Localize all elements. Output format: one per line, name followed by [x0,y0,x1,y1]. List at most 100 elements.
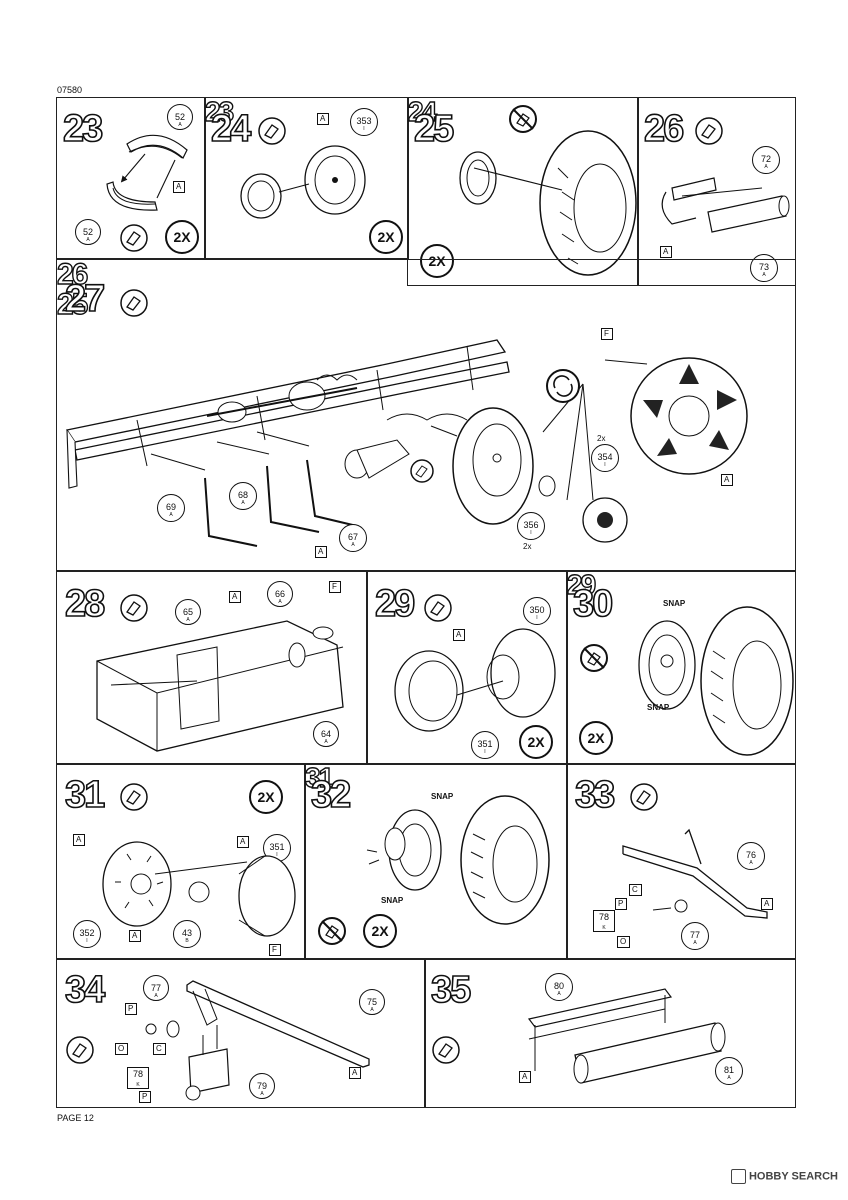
wheel-snap-illustration [638,606,794,756]
wheel-tire-illustration [459,130,637,276]
no-glue-icon [509,105,537,133]
step-number: 23 [62,108,104,150]
step-number: 32 [310,774,352,816]
glue-icon [66,1036,94,1064]
step-number: 28 [64,583,106,625]
step-25-panel: 25 24 2X [407,97,639,286]
paint-flag-a: A [660,246,673,258]
glue-icon [120,783,148,811]
paint-flag-a-right: A [237,836,250,848]
tube-rack-illustration [527,988,726,1084]
paint-flag-c: C [629,884,642,896]
paint-flag-p-top: P [125,1003,138,1015]
glue-icon [258,117,286,145]
glue-icon [120,594,148,622]
step-32-panel: 32 SNAP 31 SNAP 2X [304,763,568,960]
exhaust-part-illustration [661,177,790,233]
no-glue-icon [318,917,346,945]
hub-assembly-illustration [102,841,296,937]
mirror-arm-illustration [145,980,370,1101]
paint-flag-a: A [761,898,774,910]
step-number: 30 [572,583,614,625]
turn-over-icon [546,369,580,403]
paint-flag-p: P [615,898,628,910]
step-number: 27 [64,278,106,320]
watermark-logo-icon [730,1169,746,1184]
multiplier-badge: 2X [420,244,454,278]
multiplier-badge: 2X [579,721,613,755]
page-label: PAGE 12 [57,1113,94,1123]
reference-number-26: 26 [56,258,89,291]
snap-label-top: SNAP [663,599,686,608]
snap-label-bottom: SNAP [381,896,404,905]
multiplier-badge: 2X [369,220,403,254]
reference-number: 29 [566,569,597,600]
paint-flag-f: F [601,328,613,340]
glue-icon [432,1036,460,1064]
part-qty-356: 2x [523,542,532,551]
multiplier-badge: 2X [165,220,199,254]
rim-assembly-illustration [394,628,556,732]
watermark: HOBBY SEARCH [730,1169,838,1184]
step-number: 29 [374,583,416,625]
step-number: 34 [64,969,106,1011]
paint-flag-a: A [349,1067,362,1079]
wheel-rim-illustration [240,145,366,219]
step-number: 33 [574,774,616,816]
paint-flag-a-wheel: A [721,474,734,486]
paint-flag-p-bottom: P [139,1091,152,1103]
glue-icon [630,783,658,811]
glue-icon [120,289,148,317]
glue-icon [424,594,452,622]
step-number: 26 [643,108,685,150]
chassis-frame-illustration [65,339,748,547]
step-30-panel: 30 SNAP SNAP 2X 29 [566,570,796,765]
wheel-snap-illustration [366,795,550,925]
paint-flag-a-brackets: A [315,546,328,558]
paint-flag-o: O [115,1043,129,1055]
catalog-code: 07580 [57,85,83,95]
snap-label-bottom: SNAP [647,703,670,712]
step-number: 31 [64,774,106,816]
paint-flag-a: A [229,591,242,603]
multiplier-badge: 2X [363,914,397,948]
bracket-illustration [622,828,768,919]
fuel-tank-illustration [96,620,344,752]
tire-halves-illustration [106,134,188,211]
paint-flag-a: A [519,1071,532,1083]
glue-icon [410,459,434,483]
glue-icon [695,117,723,145]
step-number: 35 [430,969,472,1011]
reference-number: 23 [204,96,235,127]
paint-flag-a: A [317,113,330,125]
part-qty-354: 2x [597,434,606,443]
glue-icon [120,224,148,252]
multiplier-badge: 2X [519,725,553,759]
snap-label-top: SNAP [431,792,454,801]
